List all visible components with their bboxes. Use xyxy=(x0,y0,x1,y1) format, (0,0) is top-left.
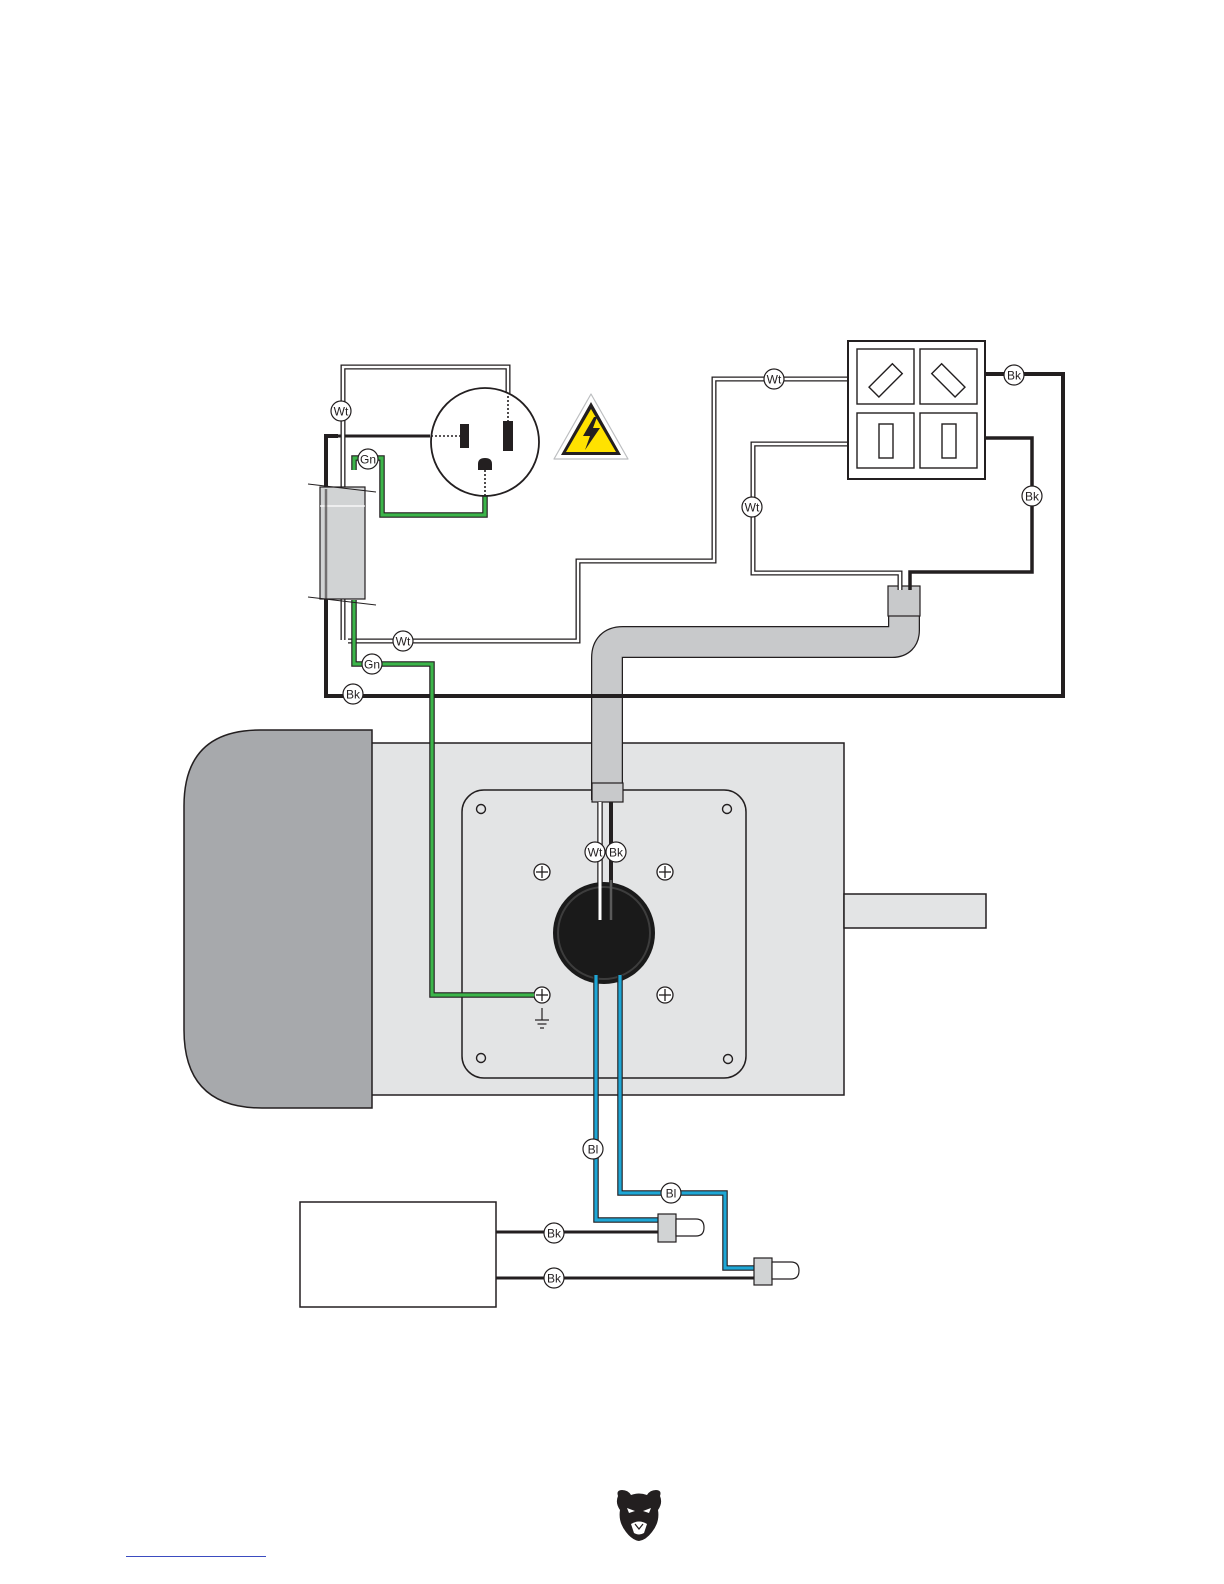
svg-text:Bl: Bl xyxy=(666,1187,677,1201)
wire-label-black: Bk xyxy=(544,1223,564,1243)
wire-label-white: Wt xyxy=(585,842,605,862)
svg-text:Bk: Bk xyxy=(547,1272,562,1286)
svg-text:Bk: Bk xyxy=(346,688,361,702)
svg-text:Wt: Wt xyxy=(745,501,760,515)
terminal-screw xyxy=(657,864,673,880)
wire-label-white: Wt xyxy=(742,497,762,517)
wire-label-blue: Bl xyxy=(583,1139,603,1159)
footer-rule xyxy=(126,1556,266,1557)
svg-text:Wt: Wt xyxy=(334,405,349,419)
wire-label-black: Bk xyxy=(1022,486,1042,506)
wire-label-black: Bk xyxy=(606,842,626,862)
svg-text:Bk: Bk xyxy=(547,1227,562,1241)
wire-label-black: Bk xyxy=(343,684,363,704)
svg-text:Bk: Bk xyxy=(1007,369,1022,383)
motor-shaft xyxy=(844,894,986,928)
terminal-screw xyxy=(657,987,673,1003)
motor-fan-cover xyxy=(184,730,372,1108)
wire-connector xyxy=(658,1214,704,1242)
switch-assembly xyxy=(848,341,985,479)
svg-text:Wt: Wt xyxy=(588,846,603,860)
bear-head-logo-icon xyxy=(617,1490,661,1541)
terminal-screw xyxy=(534,864,550,880)
svg-text:Wt: Wt xyxy=(396,635,411,649)
svg-text:Bk: Bk xyxy=(1025,490,1040,504)
svg-text:Wt: Wt xyxy=(767,373,782,387)
wire-label-green: Gn xyxy=(358,449,378,469)
electrical-hazard-warning-icon xyxy=(554,394,628,459)
power-receptacle xyxy=(431,388,539,496)
white-wire-switch-top xyxy=(348,379,868,641)
svg-text:Gn: Gn xyxy=(360,453,376,467)
conduit-end xyxy=(592,783,623,802)
conduit-fitting xyxy=(888,586,920,616)
wire-connector xyxy=(754,1258,799,1285)
wire-label-green: Gn xyxy=(362,654,382,674)
wire-label-white: Wt xyxy=(331,401,351,421)
svg-text:Bk: Bk xyxy=(609,846,624,860)
svg-text:Gn: Gn xyxy=(364,658,380,672)
wire-label-white: Wt xyxy=(393,631,413,651)
svg-text:Bl: Bl xyxy=(588,1143,599,1157)
wire-label-black: Bk xyxy=(1004,365,1024,385)
wire-junction-hub xyxy=(553,882,655,984)
ground-terminal-screw xyxy=(534,987,550,1003)
capacitor-box xyxy=(300,1202,496,1307)
wire-label-black: Bk xyxy=(544,1268,564,1288)
wire-label-white: Wt xyxy=(764,369,784,389)
wire-label-blue: Bl xyxy=(661,1183,681,1203)
